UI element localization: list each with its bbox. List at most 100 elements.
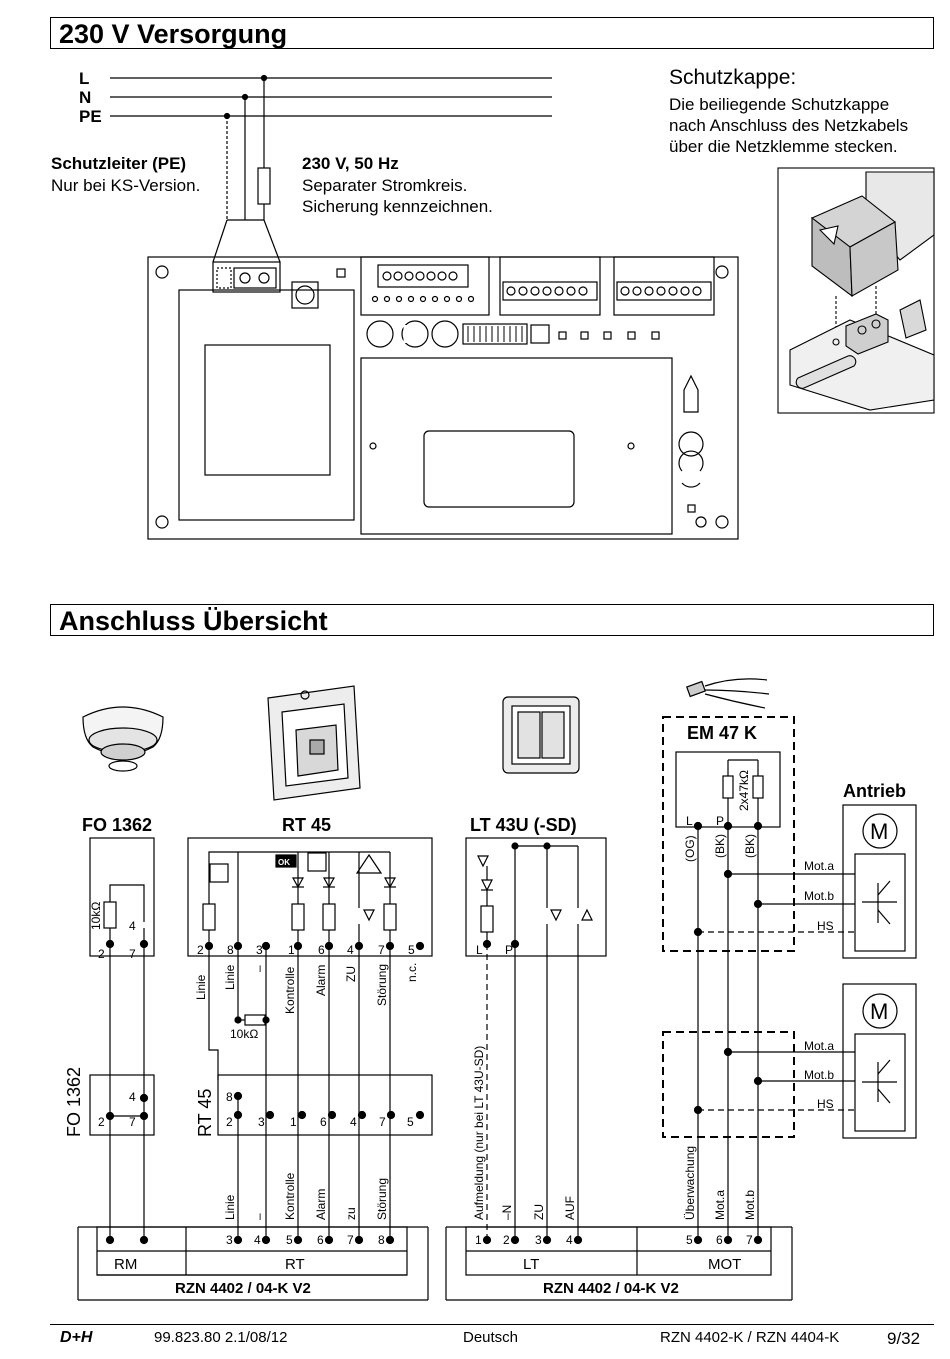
rzn-left-num-3: 3 (226, 1233, 233, 1247)
cap-text-1: Die beiliegende Schutzkappe (669, 95, 890, 114)
rt-term-5: 5 (408, 943, 415, 957)
rt-label-minus: – (252, 965, 266, 972)
rzn-left-num-5: 5 (286, 1233, 293, 1247)
smoke-detector-picture (82, 706, 164, 772)
language: Deutsch (463, 1329, 519, 1346)
fo1362-title: FO 1362 (82, 815, 152, 835)
rzn-left-label-zu: zu (344, 1207, 358, 1220)
fo1362-box (89, 837, 155, 957)
rzn-left-num-7: 7 (347, 1233, 354, 1247)
rt-term-1: 1 (288, 943, 295, 957)
lt-term-p: P (505, 943, 513, 957)
rt-term-6: 6 (318, 943, 325, 957)
page-number: 9/32 (887, 1329, 921, 1348)
fo-term-4: 4 (129, 919, 136, 933)
rzn-right-name: RZN 4402 / 04-K V2 (543, 1280, 679, 1297)
drive1-hs: HS (817, 919, 834, 933)
rt45-internals (202, 851, 397, 1240)
product-name: RZN 4402-K / RZN 4404-K (660, 1329, 840, 1346)
lt-term-l: L (476, 943, 483, 957)
rt-label-linie-1: Linie (194, 974, 208, 1000)
fo1362-base (89, 1074, 155, 1136)
fo-base-term-4: 4 (129, 1090, 136, 1104)
rt-base-term-2: 2 (226, 1115, 233, 1129)
em-wire-og: (OG) (683, 835, 697, 862)
fo-side-label: FO 1362 (64, 1067, 84, 1137)
rzn-left-num-4: 4 (254, 1233, 261, 1247)
rzn-right-label-motb: Mot.b (743, 1190, 757, 1220)
fo-term-2: 2 (98, 947, 105, 961)
rzn-right-num-5: 5 (686, 1233, 693, 1247)
protective-cap-illustration (777, 167, 935, 414)
fo-term-7: 7 (129, 947, 136, 961)
rt-label-nc: n.c. (405, 963, 419, 982)
rzn-right-num-2: 2 (503, 1233, 510, 1247)
rt-label-zu: ZU (344, 966, 358, 982)
rzn-left-label-kontrolle: Kontrolle (283, 1172, 297, 1220)
rt-term-7: 7 (378, 943, 385, 957)
section-title-supply: 230 V Versorgung (50, 17, 934, 49)
cap-title: Schutzkappe: (669, 66, 797, 89)
rt-base-term-5: 5 (407, 1115, 414, 1129)
supply-text-1: Separater Stromkreis. (302, 176, 468, 195)
drive1-mota: Mot.a (804, 859, 834, 873)
rt-label-linie-2: Linie (223, 964, 237, 990)
rt-base-term-7: 7 (379, 1115, 386, 1129)
connection-diagram: FO 1362 RT 45 LT 43U (-SD) EM 47 K Antri… (64, 678, 917, 1301)
rzn-left-name: RZN 4402 / 04-K V2 (175, 1280, 311, 1297)
em-term-l: L (686, 814, 693, 828)
drive-title: Antrieb (843, 781, 906, 801)
supply-diagram (110, 74, 935, 540)
line-label-l: L (79, 69, 90, 88)
line-label-pe: PE (79, 107, 102, 126)
drive2-mota: Mot.a (804, 1039, 834, 1053)
lt43u-switch-picture (502, 696, 580, 774)
rzn-right-num-4: 4 (566, 1233, 573, 1247)
fo-base-term-7: 7 (129, 1115, 136, 1129)
rzn-left-num-8: 8 (378, 1233, 385, 1247)
rzn-left-label-linie: Linie (223, 1194, 237, 1220)
cap-text-3: über die Netzklemme stecken. (669, 137, 898, 156)
rzn-right-num-6: 6 (716, 1233, 723, 1247)
rt45-title: RT 45 (282, 815, 331, 835)
page-footer: D+H 99.823.80 2.1/08/12 Deutsch RZN 4402… (50, 1324, 934, 1349)
terminal-row-1 (382, 271, 458, 281)
rzn-left-label-minus: – (252, 1213, 266, 1220)
fo-base-term-2: 2 (98, 1115, 105, 1129)
rzn-right-label-ueberwachung: Überwachung (683, 1146, 697, 1220)
cap-text-2: nach Anschluss des Netzkabels (669, 116, 909, 135)
em47-cable-picture (686, 678, 770, 709)
rt-base-term-8: 8 (226, 1090, 233, 1104)
drive2-hs: HS (817, 1097, 834, 1111)
logo: D+H (60, 1329, 93, 1346)
drive-box-2 (842, 983, 917, 1139)
rzn-right-label-mota: Mot.a (713, 1190, 727, 1220)
em-term-p: P (716, 814, 724, 828)
section-title-overview: Anschluss Übersicht (50, 604, 934, 636)
drive-box-1 (842, 804, 917, 959)
pe-title: Schutzleiter (PE) (51, 154, 187, 173)
control-board (147, 256, 739, 540)
rt-base-term-4: 4 (350, 1115, 357, 1129)
rzn-right-label-aufmeldung: Aufmeldung (nur bei LT 43U-SD) (472, 1046, 486, 1220)
rt-base-term-6: 6 (320, 1115, 327, 1129)
supply-title: 230 V, 50 Hz (302, 154, 399, 173)
rzn-right-label-n: –N (500, 1205, 514, 1220)
lt43u-title: LT 43U (-SD) (470, 815, 577, 835)
rt-label-stoerung: Störung (375, 964, 389, 1006)
rzn-right-label-auf: AUF (563, 1196, 577, 1220)
rt-side-label: RT 45 (195, 1089, 215, 1137)
rt-base-term-1: 1 (290, 1115, 297, 1129)
rt-resistor-label: 10kΩ (230, 1027, 258, 1041)
rt-label-kontrolle: Kontrolle (283, 966, 297, 1014)
motor-label-1: M (870, 819, 888, 844)
rzn-right-num-1: 1 (475, 1233, 482, 1247)
rt45-button-picture (267, 685, 361, 801)
em47-box-2 (662, 1031, 795, 1138)
fo-resistor-label: 10kΩ (89, 902, 103, 930)
em-wire-bk-1: (BK) (713, 834, 727, 858)
doc-number: 99.823.80 2.1/08/12 (154, 1329, 288, 1346)
fuse-symbol (257, 167, 271, 205)
ok-label: OK (278, 858, 290, 867)
rt-term-4: 4 (347, 943, 354, 957)
